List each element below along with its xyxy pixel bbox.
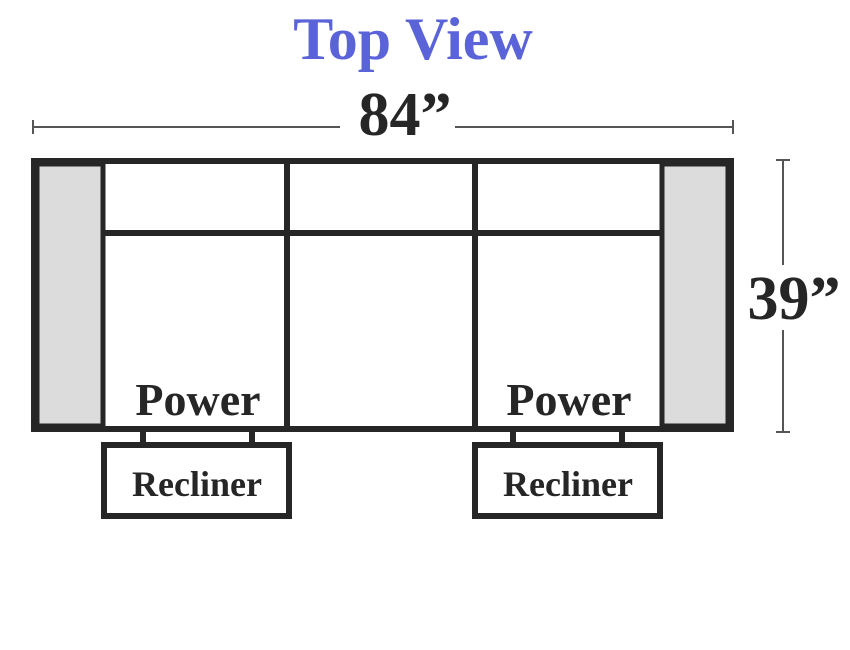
right-armrest [659,161,731,429]
sofa-outline [31,158,734,432]
depth-dimension-label: 39” [747,265,841,333]
left-armrest [34,161,106,429]
right-power-label: Power [506,374,632,425]
depth-dimension-line [776,159,790,433]
left-recliner-footrest [101,429,292,519]
left-power-label: Power [135,374,261,425]
right-recliner-footrest [472,429,663,519]
width-dimension-line [32,120,734,134]
width-dimension-label: 84” [358,81,452,149]
left-recliner-label: Recliner [132,464,262,504]
diagram-title: Top View [293,6,533,72]
right-recliner-label: Recliner [503,464,633,504]
